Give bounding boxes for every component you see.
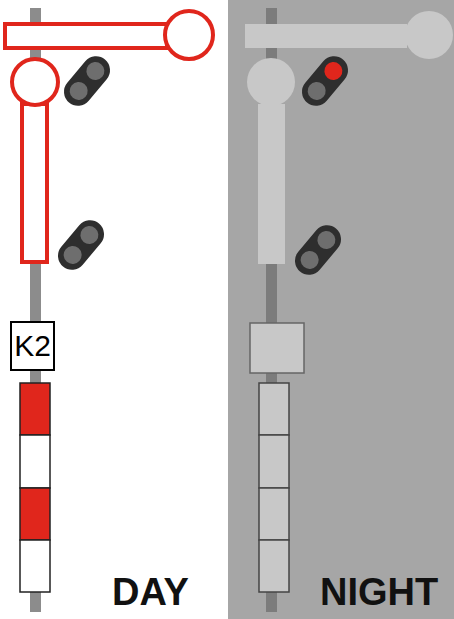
lower-lamp <box>52 215 109 276</box>
panel-label: DAY <box>112 573 189 611</box>
plate-text: K2 <box>14 331 51 361</box>
upper-arm-disc <box>405 11 453 59</box>
blank-plate <box>250 323 304 373</box>
night-panel <box>228 0 454 619</box>
panel-label: NIGHT <box>320 573 438 611</box>
upper-lamp <box>58 51 115 112</box>
sign-plate: K2 <box>10 321 55 371</box>
lower-arm <box>22 104 47 262</box>
lower-lamp <box>289 220 346 281</box>
lower-arm-disc <box>12 59 58 105</box>
upper-arm <box>245 24 407 48</box>
upper-lamp <box>296 51 353 112</box>
lower-arm <box>258 104 285 264</box>
upper-arm-disc <box>165 11 213 59</box>
striped-post <box>259 383 289 592</box>
lower-arm-disc <box>247 58 295 106</box>
striped-post <box>20 383 50 592</box>
upper-arm <box>5 24 167 48</box>
